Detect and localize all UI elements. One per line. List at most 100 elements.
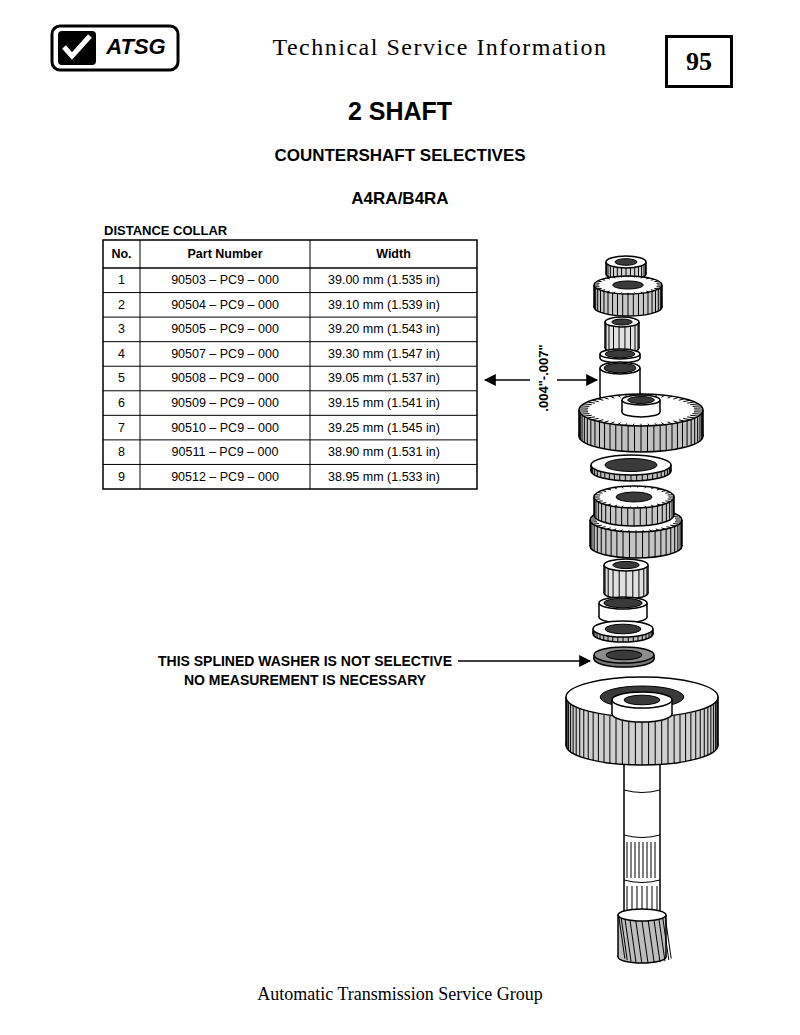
gear-tooth <box>701 413 702 439</box>
gear-rim-tooth <box>629 506 631 508</box>
gear-tooth <box>603 291 604 313</box>
gear-tooth <box>607 265 608 277</box>
gear-tooth <box>606 324 607 350</box>
part-bore <box>615 259 637 266</box>
gear-rim-tooth <box>607 504 611 505</box>
gear-tooth <box>672 424 673 450</box>
gear-rim-tooth <box>668 498 673 499</box>
gear-tooth <box>646 567 647 595</box>
gear-tooth <box>588 711 589 759</box>
gear-tooth <box>666 529 667 555</box>
gear-rim-tooth <box>646 277 649 279</box>
gear-tooth <box>646 507 647 525</box>
gear-rim-tooth <box>592 400 599 401</box>
gear-rim-tooth <box>645 487 647 488</box>
gear-tooth <box>619 475 620 481</box>
gear-rim-tooth <box>580 411 589 412</box>
table-grid <box>103 240 477 489</box>
dimension-arrow <box>485 379 530 381</box>
gear-rim-tooth <box>641 292 643 293</box>
table-cell: 39.25 mm (1.545 in) <box>312 415 475 440</box>
gear-rim-tooth <box>654 288 658 290</box>
gear-tooth <box>608 325 609 351</box>
gear-tooth <box>621 918 627 960</box>
table-header: Width <box>312 240 475 268</box>
gear-tooth <box>666 503 667 521</box>
gear-rim-tooth <box>628 293 629 294</box>
gear-tooth <box>633 294 634 316</box>
gear-tooth <box>717 699 718 747</box>
part-top <box>591 455 671 475</box>
gear-rim-tooth <box>597 288 601 290</box>
gear-rim-tooth <box>581 405 589 407</box>
gear-tooth <box>669 502 670 520</box>
table-column-line <box>140 240 141 489</box>
gear-tooth <box>654 920 660 962</box>
gear-rim-tooth <box>602 490 607 492</box>
gear-rim-tooth <box>676 520 682 521</box>
gear-tooth <box>630 920 636 962</box>
gear-tooth <box>697 417 698 443</box>
gear-tooth <box>653 426 654 452</box>
gear-tooth <box>643 569 644 597</box>
gear-tooth <box>700 710 701 758</box>
header-text: Technical Service Information <box>230 34 650 61</box>
part-top <box>579 394 703 426</box>
gear-rim-tooth <box>668 494 673 495</box>
gear-tooth <box>690 712 691 760</box>
gear-tooth <box>610 506 611 524</box>
gear-rim-tooth <box>587 402 595 403</box>
gear-tooth <box>617 294 618 316</box>
gear-tooth <box>636 475 637 481</box>
part-bore <box>604 363 636 373</box>
table-cell: 8 <box>105 440 138 465</box>
gear <box>594 276 662 316</box>
part-top <box>618 909 666 921</box>
gear-tooth <box>610 266 611 278</box>
shaft-spline <box>637 886 638 912</box>
gear-rim-tooth <box>635 293 636 294</box>
gear-rim-tooth <box>673 523 679 525</box>
gear-rim-tooth <box>661 395 664 397</box>
gear-rim-tooth <box>657 286 662 287</box>
gear-tooth <box>605 529 606 555</box>
gear-tooth <box>587 418 588 444</box>
gear-rim-tooth <box>597 492 602 494</box>
shaft-spline <box>631 842 632 878</box>
gear-tooth <box>568 702 569 750</box>
gear-rim-tooth <box>683 418 690 419</box>
gear-tooth <box>655 531 656 557</box>
logo <box>52 26 178 70</box>
gear-rim-tooth <box>675 521 681 522</box>
needle-bearing <box>605 317 639 353</box>
gear-tooth <box>590 522 591 548</box>
table-row-line <box>103 366 477 367</box>
part-bore <box>613 281 644 289</box>
gear-rim-tooth <box>601 289 605 291</box>
shaft-groove <box>624 790 660 793</box>
gear-rim-tooth <box>597 420 603 422</box>
part-bore <box>605 624 641 634</box>
logo-badge <box>58 31 96 65</box>
gear-tooth <box>691 419 692 445</box>
gear-rim-tooth <box>587 417 595 418</box>
part-top <box>605 317 639 327</box>
gear-rim-tooth <box>648 424 649 426</box>
gear-rim-tooth <box>620 276 621 277</box>
gear-rim-tooth <box>687 402 695 403</box>
gear-hub <box>622 395 660 417</box>
gear-tooth <box>611 530 612 556</box>
shaft-spline <box>652 886 653 912</box>
shaft-spline <box>627 886 628 912</box>
gear-tooth <box>681 522 682 548</box>
table-cell: 90504 – PC9 – 000 <box>142 293 308 318</box>
gear-rim-tooth <box>597 399 603 401</box>
gear-tooth <box>604 473 605 479</box>
gear-rim-tooth <box>581 413 589 415</box>
gear-rim-tooth <box>643 530 644 532</box>
table-row-line <box>103 267 477 269</box>
gear-tooth <box>648 921 654 963</box>
gear-tooth <box>616 531 617 557</box>
gear-tooth <box>593 712 594 760</box>
gear-tooth <box>638 294 639 316</box>
